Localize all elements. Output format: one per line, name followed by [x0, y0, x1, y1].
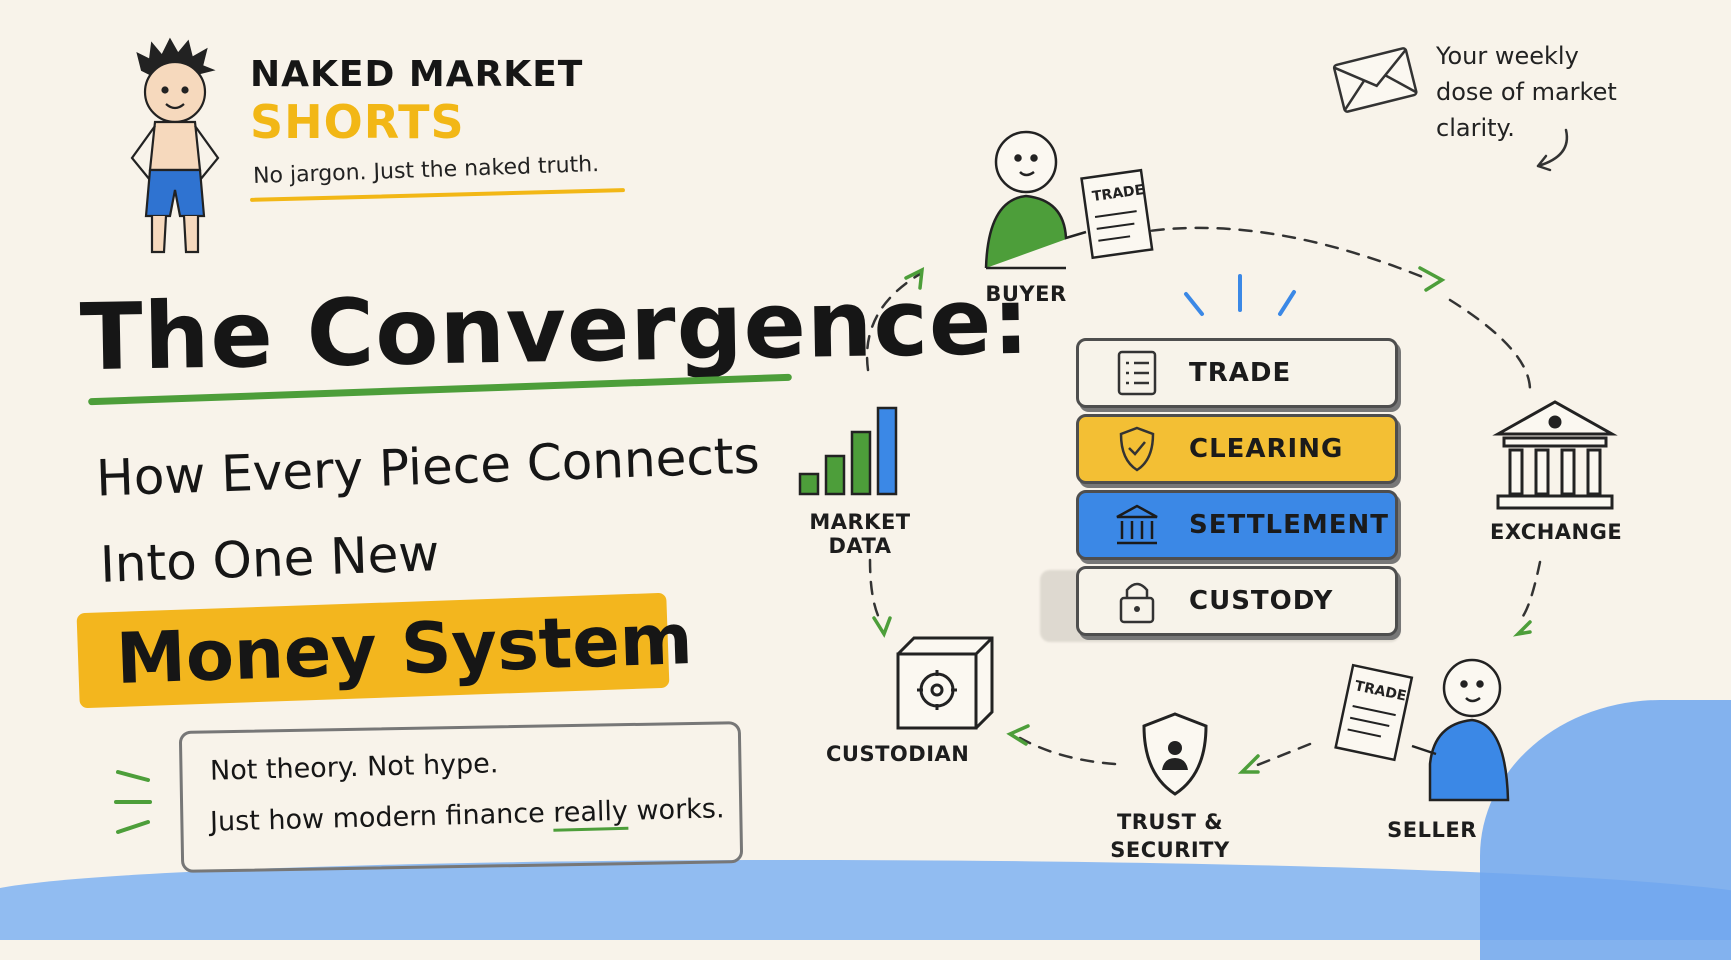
envelope-icon — [1332, 47, 1418, 113]
newsletter-line3: clarity. — [1436, 114, 1515, 142]
stack-row-trade: TRADE — [1076, 338, 1398, 408]
stack-row-clearing: CLEARING — [1076, 414, 1398, 484]
buyer-label: BUYER — [985, 282, 1067, 306]
bank-icon — [1107, 500, 1167, 550]
trust-label-line1: TRUST & — [1116, 810, 1224, 834]
newsletter-line1: Your weekly — [1436, 42, 1579, 70]
stack-label-custody: CUSTODY — [1189, 586, 1334, 616]
exchange-label: EXCHANGE — [1490, 520, 1623, 544]
newsletter-line2: dose of market — [1436, 78, 1617, 106]
buyer-doc-label: TRADE — [1091, 182, 1145, 205]
brand-name: NAKED MARKET — [250, 54, 584, 95]
bar-chart-icon — [798, 406, 898, 496]
shield-person-icon — [1142, 712, 1208, 796]
blue-paint-bottom — [0, 860, 1731, 940]
trust-label: TRUST & SECURITY — [1100, 808, 1240, 864]
stack-label-clearing: CLEARING — [1189, 434, 1344, 464]
stack-label-settlement: SETTLEMENT — [1189, 510, 1390, 540]
note-emphasis: really — [552, 795, 629, 832]
headline-subtitle-line2: Into One New — [99, 524, 441, 594]
padlock-icon — [1107, 576, 1167, 626]
curved-arrow-icon — [1536, 128, 1569, 172]
tagline: No jargon. Just the naked truth. — [252, 151, 600, 190]
buyer-figure: TRADE — [984, 130, 1154, 270]
seller-label: SELLER — [1387, 818, 1477, 842]
stack-row-settlement: SETTLEMENT — [1076, 490, 1398, 560]
newsletter-text: Your weekly dose of market clarity. — [1436, 38, 1617, 146]
shield-check-icon — [1107, 424, 1167, 474]
checklist-icon — [1107, 348, 1167, 398]
exchange-building-icon — [1492, 400, 1618, 510]
note-line2-end: works. — [627, 793, 725, 827]
brand-shorts: SHORTS — [250, 95, 465, 149]
headline-subtitle-line1: How Every Piece Connects — [95, 426, 761, 508]
flow-arrows — [865, 226, 1542, 774]
vault-safe-icon — [896, 636, 994, 730]
stack-label-trade: TRADE — [1189, 358, 1292, 388]
stack-row-custody: CUSTODY — [1076, 566, 1398, 636]
sparkle-icon — [1184, 274, 1296, 316]
trust-label-line2: SECURITY — [1110, 838, 1230, 862]
market-data-label: MARKET DATA — [809, 510, 911, 558]
custodian-label: CUSTODIAN — [826, 742, 970, 766]
seller-figure: TRADE — [1334, 658, 1510, 802]
tagline-underline — [250, 188, 625, 202]
mascot-illustration — [130, 37, 220, 254]
emphasis-marks — [114, 770, 152, 834]
